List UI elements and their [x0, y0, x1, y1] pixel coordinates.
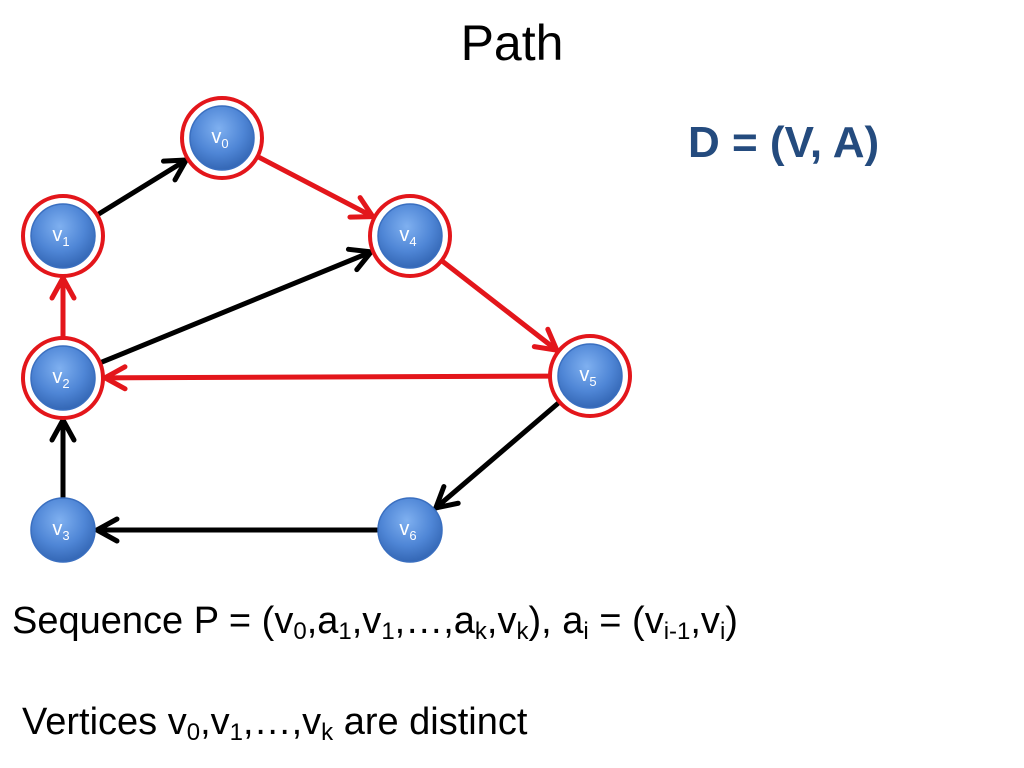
node-label: v3 — [52, 518, 69, 543]
node-v5: v5 — [548, 334, 632, 418]
edge-v3-v2 — [49, 417, 77, 500]
edge-v5-v2 — [102, 364, 552, 392]
node-v2: v2 — [21, 336, 105, 420]
edge-v4-v5 — [439, 258, 560, 353]
node-label: v5 — [579, 364, 596, 389]
sequence-definition: Sequence P = (v0,a1,v1,…,ak,vk), ai = (v… — [12, 600, 738, 645]
slide-title: Path — [460, 15, 564, 71]
node-v4: v4 — [368, 194, 452, 278]
edge-v1-v0 — [95, 157, 189, 217]
node-label: v6 — [399, 518, 416, 543]
node-v3: v3 — [30, 497, 96, 563]
node-v0: v0 — [180, 96, 264, 180]
edge-v6-v3 — [94, 516, 380, 544]
edge-v5-v6 — [433, 400, 562, 511]
node-label: v0 — [211, 126, 228, 151]
digraph-definition: D = (V, A) — [688, 118, 880, 167]
node-v6: v6 — [377, 497, 443, 563]
node-label: v4 — [399, 224, 416, 249]
node-label: v2 — [52, 366, 69, 391]
edge-v2-v1 — [49, 275, 77, 340]
node-v1: v1 — [21, 194, 105, 278]
edge-v2-v4 — [98, 246, 374, 365]
distinct-vertices-statement: Vertices v0,v1,…,vk are distinct — [22, 701, 528, 746]
edge-v0-v4 — [255, 154, 376, 220]
node-label: v1 — [52, 224, 69, 249]
path-graph: v0 v1 v2 v3 v4 v5 v6 — [21, 96, 632, 563]
